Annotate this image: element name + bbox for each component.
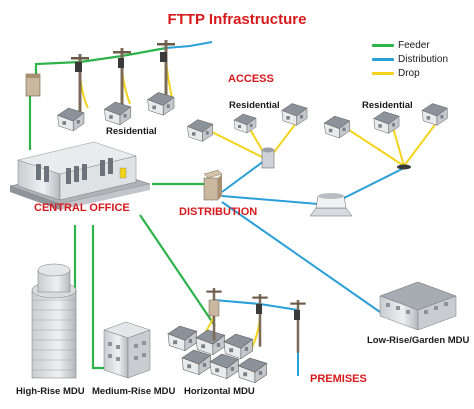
premises-label: PREMISES [310,373,367,385]
page-title: FTTP Infrastructure [167,11,307,28]
residential-label-mid: Residential [229,100,280,111]
pole-group-premises [206,288,306,353]
utility-pole [290,300,306,353]
house-icon [57,107,85,132]
medium-rise-mdu-building [103,321,151,379]
low-rise-garden-mdu-building [379,281,457,331]
distribution-to-pedestal [221,157,269,193]
legend: Feeder Distribution Drop [372,38,448,80]
house-icon [373,110,400,134]
residential-label-left: Residential [106,126,157,137]
low-rise-label: Low-Rise/Garden MDU [367,335,470,346]
distribution-label: DISTRIBUTION [179,206,258,218]
legend-item-drop: Drop [372,66,448,80]
house-icon [209,353,240,380]
splice-enclosure [160,52,167,62]
distribution-to-access-right [221,167,405,207]
splice-enclosure [256,304,262,314]
splitter-terminal [397,164,411,170]
house-icon [237,357,268,384]
central-office-label: CENTRAL OFFICE [34,202,130,214]
feeder-aerial-line [34,46,167,92]
horizontal-mdu-label: Horizontal MDU [184,386,255,397]
distribution-to-lowrise [221,201,381,313]
fiber-pedestal [261,147,275,169]
house-icon [195,329,226,356]
house-icon [103,101,132,126]
high-rise-mdu-building [31,263,77,379]
drop-line-4 [211,131,269,161]
drop-line-7 [345,127,405,167]
house-icon [323,115,351,139]
access-label: ACCESS [228,73,274,85]
high-rise-label: High-Rise MDU [16,386,85,397]
feeder-cabinet-top [26,74,40,78]
drop-swatch [372,71,394,75]
feeder-cabinet [208,299,220,317]
legend-label: Drop [398,67,420,79]
house-icon [181,349,212,376]
distribution-aerial-top [165,41,213,49]
house-icon [167,325,198,352]
distribution-swatch [372,57,394,61]
house-icon [223,333,254,360]
house-icon [186,119,214,143]
pole-group-top [71,40,175,116]
legend-label: Feeder [398,39,430,51]
splice-enclosure [294,310,300,320]
residential-label-right: Residential [362,100,413,111]
feeder-swatch [372,43,394,47]
drop-line-8 [391,123,405,167]
legend-item-feeder: Feeder [372,38,448,52]
splice-enclosure [118,58,124,68]
house-icon [281,102,308,126]
fiber-vault [309,193,353,217]
splice-enclosure [75,62,82,72]
central-office-building [9,141,151,210]
house-icon [147,91,175,116]
legend-label: Distribution [398,53,449,65]
feeder-co-to-horizontal [139,214,216,327]
legend-item-distribution: Distribution [372,52,448,66]
house-icon [233,113,257,134]
drop-line-9 [403,117,441,167]
distribution-cabinet [203,169,223,201]
house-icon [421,102,448,126]
horizontal-mdu-houses [167,325,268,384]
medium-rise-label: Medium-Rise MDU [92,386,176,397]
